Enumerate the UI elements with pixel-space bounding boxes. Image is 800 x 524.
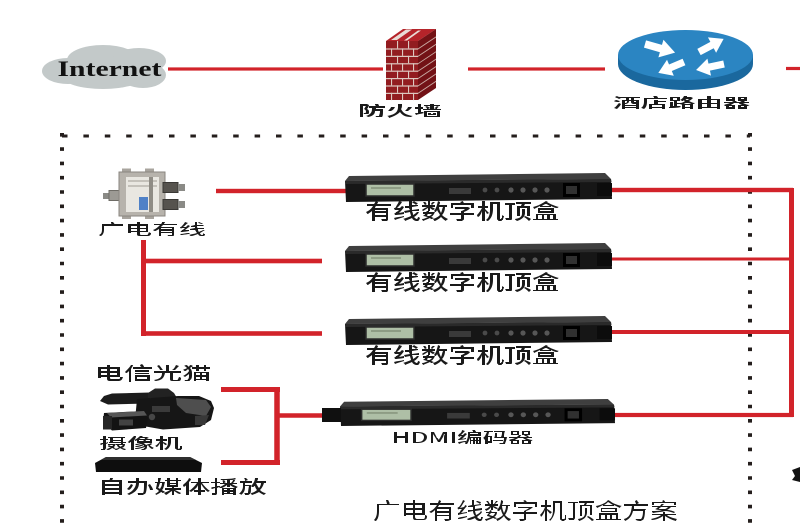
- svg-text:Internet: Internet: [58, 57, 162, 81]
